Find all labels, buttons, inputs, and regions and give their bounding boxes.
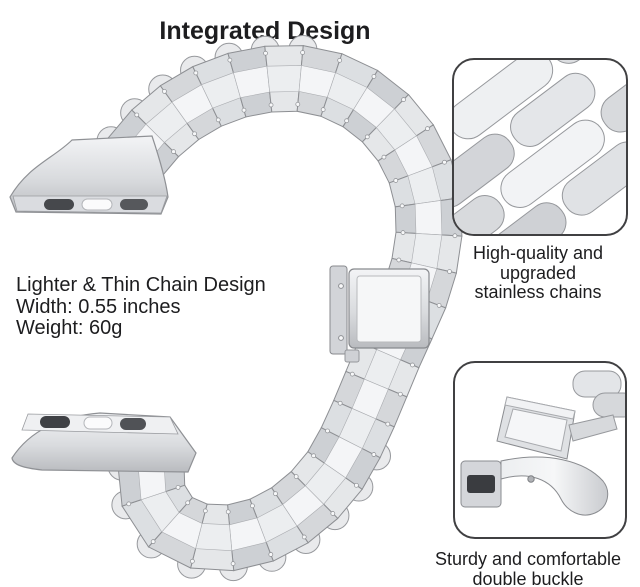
adapter-top-body [9, 135, 169, 215]
adapter-top-slot-left [44, 199, 74, 210]
adapter-top-slot-right [120, 199, 148, 210]
caption-buckle-line: double buckle [472, 569, 584, 587]
feature-line-design: Lighter & Thin Chain Design [16, 274, 266, 296]
caption-chains-line: stainless chains [474, 282, 602, 302]
feature-line-weight: Weight: 60g [16, 317, 123, 339]
adapter-bottom-body [11, 412, 197, 473]
chain-detail-links [454, 60, 626, 234]
buckle-plate-face [504, 408, 568, 452]
adapter-bottom-slot-right [120, 418, 146, 430]
caption-chains-line: High-quality and [472, 243, 604, 263]
detail-inset-buckle [453, 361, 627, 539]
buckle-detail-image [460, 370, 625, 516]
caption-buckle: Sturdy and comfortable double buckle [418, 549, 638, 587]
clasp [329, 265, 430, 363]
page-title: Integrated Design [159, 16, 371, 45]
buckle-arm [568, 414, 618, 442]
buckle-strap [500, 456, 609, 516]
adapter-bottom-slot-center [83, 416, 113, 430]
caption-chains: High-quality and upgraded stainless chai… [440, 243, 636, 303]
buckle-plate-bevel [504, 396, 576, 420]
feature-line-width: Width: 0.55 inches [16, 295, 181, 318]
feature-text-block: Lighter & Thin Chain Design Width: 0.55 … [16, 274, 266, 340]
clasp-side-bar [329, 265, 348, 355]
adapter-bottom-face [21, 413, 179, 435]
buckle-screw [527, 475, 535, 483]
buckle-left-slot [467, 475, 495, 493]
caption-buckle-line: Sturdy and comfortable [434, 549, 622, 569]
adapter-bottom [11, 412, 197, 473]
adapter-bottom-slot-left [40, 416, 70, 428]
adapter-top [9, 135, 169, 215]
clasp-pin [338, 283, 344, 289]
clasp-plate [348, 268, 430, 349]
clasp-pin [338, 335, 344, 341]
buckle-chain-stub [592, 392, 625, 418]
adapter-top-slot-center [81, 198, 113, 211]
caption-chains-line: upgraded [499, 262, 577, 283]
detail-inset-chains [452, 58, 628, 236]
adapter-top-face [12, 195, 168, 214]
chain-detail-image [454, 60, 626, 234]
clasp-hinge-tab [344, 349, 360, 363]
clasp-plate-face [356, 275, 422, 343]
